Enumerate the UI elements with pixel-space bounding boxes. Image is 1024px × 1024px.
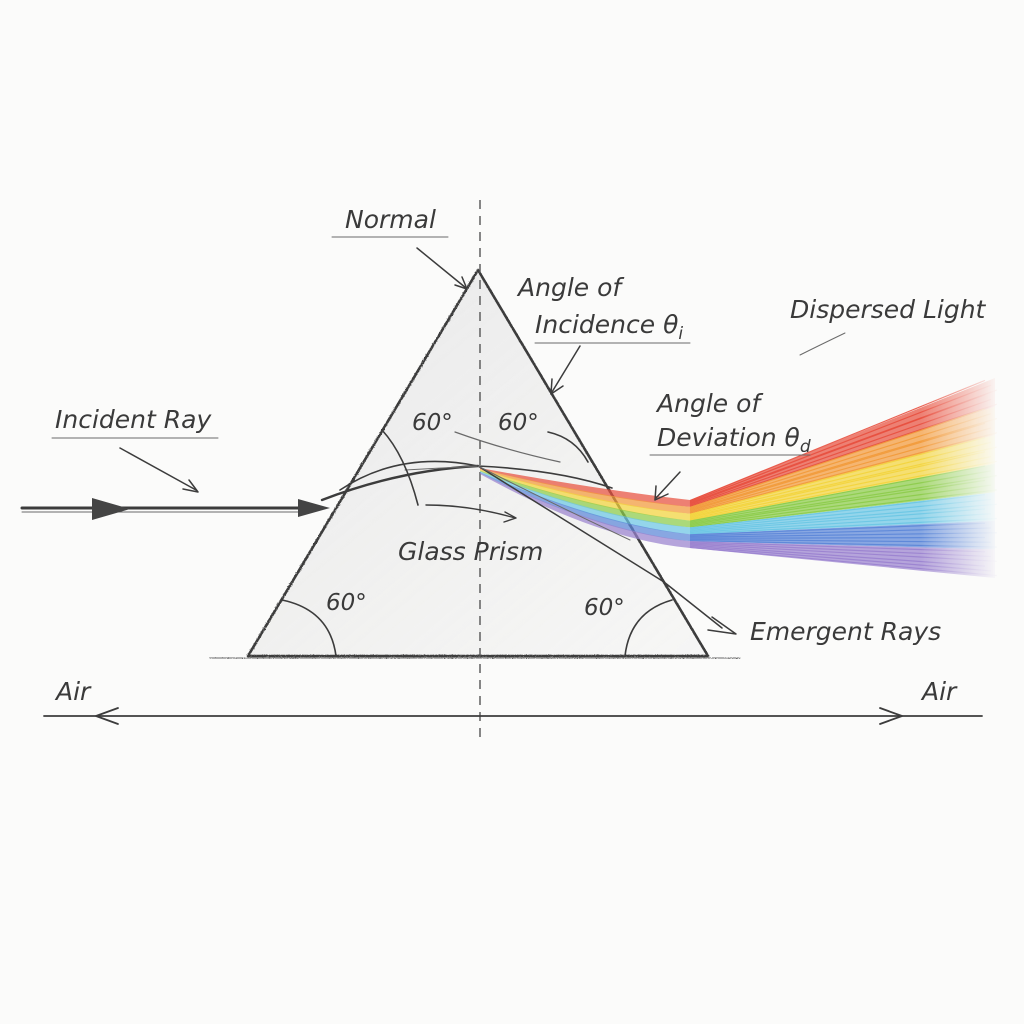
spectrum-streak xyxy=(689,427,992,513)
spectrum-streak xyxy=(689,517,998,535)
label-angle-deviation-2: Deviation θd xyxy=(657,423,811,457)
spectrum-streak xyxy=(689,498,992,530)
spectrum-streak xyxy=(689,451,986,519)
label-air-left: Air xyxy=(54,677,92,706)
spectrum-streak xyxy=(689,522,986,536)
spectrum-streak xyxy=(689,441,992,517)
label-emergent-rays: Emergent Rays xyxy=(750,617,941,646)
spectrum-streak xyxy=(689,408,986,508)
spectrum-streak xyxy=(689,545,992,572)
spectrum-streak xyxy=(689,527,992,537)
angle-apex-left: 60° xyxy=(412,410,453,436)
label-angle-deviation-1: Angle of xyxy=(655,389,763,418)
spectrum-streak xyxy=(689,465,986,522)
angle-base-left: 60° xyxy=(326,590,367,616)
pointer-arrows xyxy=(119,247,846,501)
spectrum-streak xyxy=(689,546,998,577)
spectrum-streak xyxy=(689,543,998,562)
spectrum-band xyxy=(480,472,995,550)
spectrum-streak xyxy=(689,541,986,553)
spectrum-streak xyxy=(689,413,992,510)
spectrum-streak xyxy=(689,470,992,523)
label-angle-incidence-1: Angle of xyxy=(516,273,624,302)
spectrum-band xyxy=(480,463,995,528)
spectrum-streak xyxy=(689,422,986,512)
spectrum-streak xyxy=(689,403,998,507)
spectrum-streak xyxy=(689,508,986,533)
spectrum-streak xyxy=(689,538,992,543)
spectrum-streak xyxy=(689,489,998,528)
label-angle-incidence-2: Incidence θi xyxy=(535,310,683,344)
label-incident-ray: Incident Ray xyxy=(55,405,212,434)
air-axis xyxy=(43,707,983,725)
spectrum-streak xyxy=(689,475,998,525)
incident-ray xyxy=(20,498,330,520)
angle-base-right: 60° xyxy=(584,595,625,621)
spectrum-streak xyxy=(689,446,998,518)
spectrum-streak xyxy=(689,544,986,567)
label-normal: Normal xyxy=(345,205,436,234)
spectrum-streak xyxy=(689,536,986,539)
spectrum-streak xyxy=(689,494,986,529)
spectrum-streak xyxy=(689,379,986,502)
spectrum-streak xyxy=(689,532,998,538)
spectrum-streak xyxy=(689,513,992,534)
spectrum-streak xyxy=(689,539,998,548)
text-labels: Normal Angle of Incidence θi Dispersed L… xyxy=(54,205,987,706)
label-air-right: Air xyxy=(920,677,958,706)
spectrum-streak xyxy=(689,542,992,558)
spectrum-streak xyxy=(689,460,998,521)
angle-apex-right: 60° xyxy=(498,410,539,436)
label-dispersed-light: Dispersed Light xyxy=(790,295,987,324)
glass-prism xyxy=(209,268,741,659)
spectrum-streak xyxy=(689,394,986,505)
emergent-ray-lines xyxy=(477,465,737,635)
spectrum-streak xyxy=(689,436,986,515)
spectrum-streak xyxy=(689,417,998,511)
spectrum-band xyxy=(480,473,995,578)
spectrum-streak xyxy=(689,455,992,520)
spectrum-streak xyxy=(689,503,998,531)
spectrum-streak xyxy=(689,398,992,506)
spectrum-streak xyxy=(689,384,992,503)
spectrum-streak xyxy=(689,479,986,526)
dispersed-spectrum xyxy=(480,378,998,578)
angle-arcs xyxy=(281,429,673,657)
label-underlines xyxy=(51,236,811,456)
spectrum-streak xyxy=(689,432,998,514)
spectrum-streak xyxy=(689,484,992,527)
label-glass-prism: Glass Prism xyxy=(398,537,543,566)
